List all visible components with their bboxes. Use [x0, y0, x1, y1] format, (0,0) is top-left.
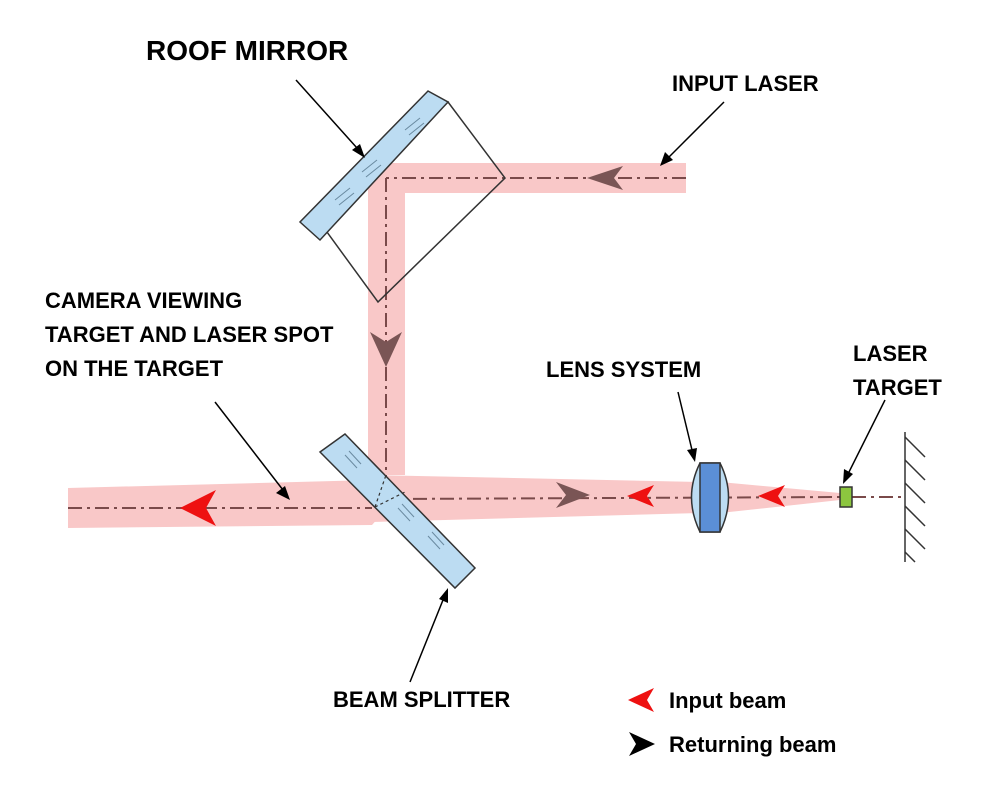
- camera-label-line3: ON THE TARGET: [45, 356, 224, 381]
- laser-target-block: [839, 486, 853, 508]
- legend-input-beam-label: Input beam: [669, 688, 786, 713]
- wall-mount: [904, 432, 926, 563]
- input-arrow-lens-a-icon: [627, 485, 654, 507]
- beam-splitter-label: BEAM SPLITTER: [333, 687, 510, 712]
- leader-lens-system: [677, 391, 693, 451]
- lens-system: [690, 462, 730, 533]
- labels: ROOF MIRROR INPUT LASER CAMERA VIEWING T…: [45, 35, 942, 712]
- camera-label-line1: CAMERA VIEWING: [45, 288, 242, 313]
- leader-laser-target: [848, 399, 886, 473]
- beam-arrows: [180, 166, 785, 526]
- roof-mirror: [298, 90, 506, 304]
- input-arrow-exit-icon: [180, 490, 216, 526]
- leader-roof-mirror: [295, 79, 358, 149]
- beam-splitter-plate: [318, 433, 477, 590]
- laser-target-label-line1: LASER: [853, 341, 928, 366]
- roof-mirror-glass: [298, 90, 450, 242]
- laser-beams: [68, 163, 840, 528]
- roof-mirror-label: ROOF MIRROR: [146, 35, 348, 66]
- lens-system-label: LENS SYSTEM: [546, 357, 701, 382]
- leader-camera: [214, 401, 284, 491]
- leader-input-laser: [668, 101, 725, 158]
- lens-inner-element: [699, 462, 721, 533]
- legend-input-beam-icon: [628, 688, 654, 712]
- input-arrow-lens-b-icon: [758, 485, 785, 507]
- beam-splitter: [318, 433, 477, 590]
- exit-beam-to-camera: [68, 480, 380, 528]
- laser-target: [839, 486, 853, 508]
- return-arrow-vertical-icon: [370, 332, 402, 367]
- lens-to-target-cone: [720, 482, 840, 513]
- leader-beam-splitter: [409, 599, 444, 683]
- roof-mirror-glint-icon: [334, 117, 425, 206]
- legend-returning-beam-label: Returning beam: [669, 732, 836, 757]
- laser-target-label-line2: TARGET: [853, 375, 942, 400]
- lens-to-splitter-beam: [372, 475, 700, 522]
- input-laser-label: INPUT LASER: [672, 71, 819, 96]
- camera-label-line2: TARGET AND LASER SPOT: [45, 322, 334, 347]
- return-arrow-lens-line-icon: [556, 482, 590, 508]
- legend: Input beam Returning beam: [628, 688, 836, 757]
- leader-lines: [214, 79, 886, 683]
- return-arrow-input-laser-icon: [587, 166, 623, 190]
- legend-returning-beam-icon: [629, 732, 655, 756]
- beam-splitter-glint-icon: [344, 450, 445, 550]
